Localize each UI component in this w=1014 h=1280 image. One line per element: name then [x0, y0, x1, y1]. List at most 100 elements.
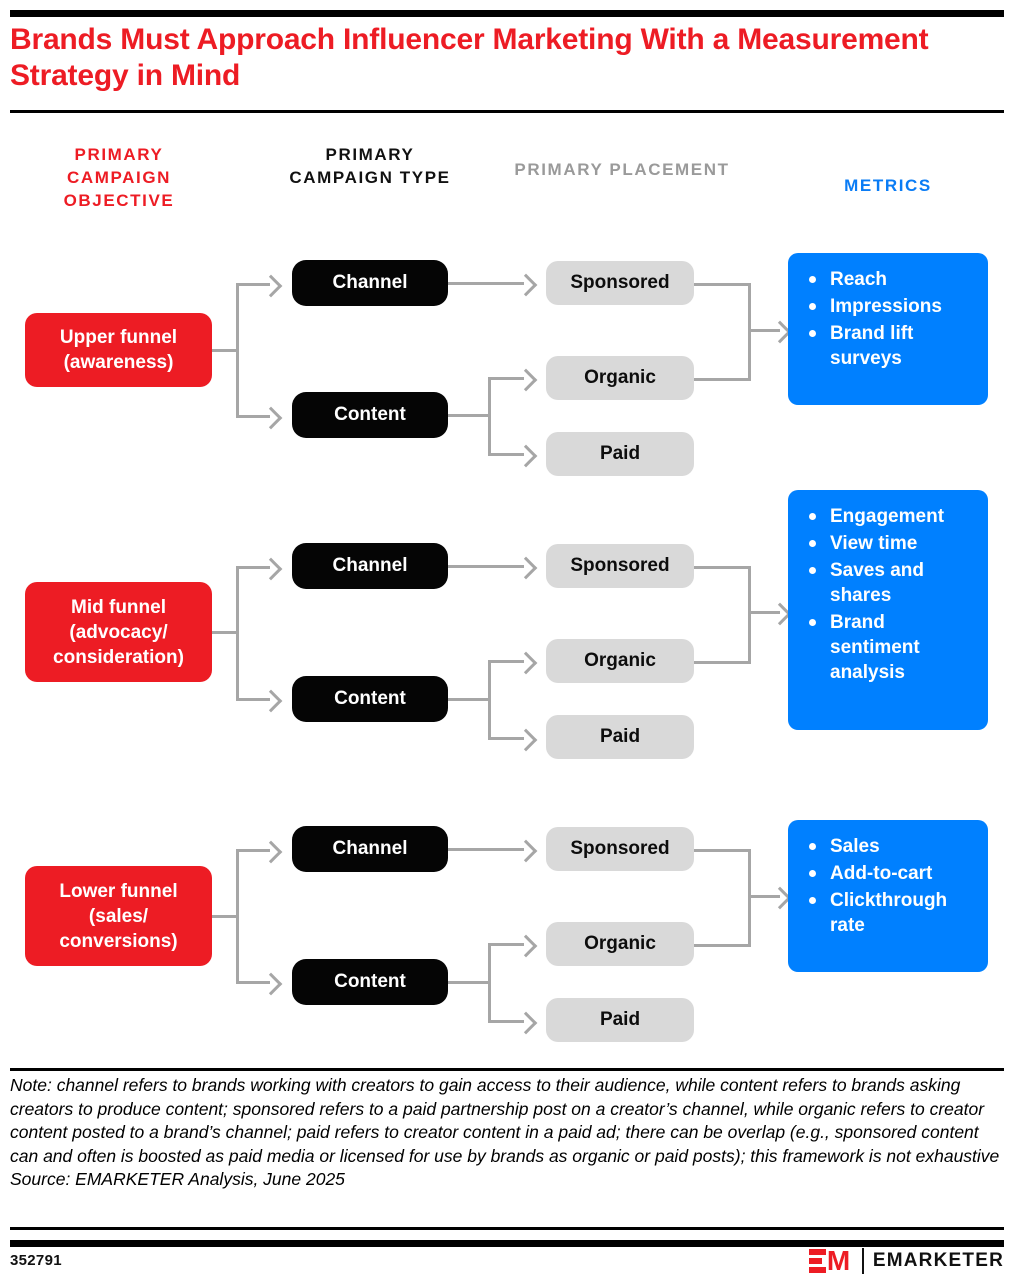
placement-box-organic[interactable]: Organic: [546, 356, 694, 400]
connector-channel-to-sponsored: [448, 848, 524, 851]
em-mark-icon: M: [808, 1247, 853, 1275]
placement-box-paid[interactable]: Paid: [546, 715, 694, 759]
objective-box-lower-funnel[interactable]: Lower funnel (sales/ conversions): [25, 866, 212, 966]
type-box-channel[interactable]: Channel: [292, 260, 448, 306]
arrow-to-channel: [259, 840, 283, 864]
source-text: Source: EMARKETER Analysis, June 2025: [10, 1169, 345, 1189]
connector-content-branch: [488, 660, 491, 737]
connector-objective-branch: [236, 283, 239, 417]
bullet-icon: [809, 897, 816, 904]
figure-id: 352791: [10, 1252, 62, 1269]
placement-box-sponsored[interactable]: Sponsored: [546, 261, 694, 305]
arrow-to-channel: [259, 274, 283, 298]
arrow-to-organic: [514, 368, 538, 392]
page-title: Brands Must Approach Influencer Marketin…: [10, 23, 929, 92]
connector-to-metrics: [748, 611, 780, 614]
metrics-list: Sales Add-to-cart Clickthrough rate: [804, 834, 976, 938]
metric-label: Add-to-cart: [830, 863, 933, 884]
objective-box-mid-funnel[interactable]: Mid funnel (advocacy/ consideration): [25, 582, 212, 682]
metrics-box-mid-funnel[interactable]: Engagement View time Saves and shares Br…: [788, 490, 988, 730]
column-header-objective: PRIMARY CAMPAIGN OBJECTIVE: [63, 145, 175, 210]
list-item: Brand sentiment analysis: [804, 610, 976, 685]
bullet-icon: [809, 330, 816, 337]
arrow-to-sponsored: [514, 273, 538, 297]
list-item: Impressions: [804, 294, 976, 319]
list-item: Reach: [804, 267, 976, 292]
arrow-to-organic: [514, 651, 538, 675]
type-box-content[interactable]: Content: [292, 676, 448, 722]
connector-metrics-merge: [748, 566, 751, 664]
emarketer-logo: M EMARKETER: [808, 1247, 1004, 1275]
placement-box-sponsored[interactable]: Sponsored: [546, 827, 694, 871]
em-bar-bottom: [808, 1267, 826, 1273]
connector-to-content: [236, 698, 270, 701]
connector-to-organic: [488, 943, 524, 946]
type-box-channel[interactable]: Channel: [292, 826, 448, 872]
note-block: Note: channel refers to brands working w…: [10, 1074, 1006, 1192]
connector-content-stem: [448, 698, 490, 701]
connector-content-stem: [448, 981, 490, 984]
bottom-rule: [10, 1240, 1004, 1247]
connector-content-branch: [488, 943, 491, 1020]
type-box-content[interactable]: Content: [292, 392, 448, 438]
connector-to-channel: [236, 849, 270, 852]
list-item: Engagement: [804, 504, 976, 529]
bullet-icon: [809, 843, 816, 850]
top-rule: [10, 10, 1004, 17]
em-bar-mid: [808, 1258, 822, 1264]
connector-organic-out: [694, 661, 750, 664]
metric-label: Engagement: [830, 506, 945, 527]
note-text: Note: channel refers to brands working w…: [10, 1075, 1000, 1166]
metrics-box-lower-funnel[interactable]: Sales Add-to-cart Clickthrough rate: [788, 820, 988, 972]
bullet-icon: [809, 540, 816, 547]
bullet-icon: [809, 870, 816, 877]
placement-box-paid[interactable]: Paid: [546, 432, 694, 476]
arrow-to-content: [259, 689, 283, 713]
connector-channel-to-sponsored: [448, 565, 524, 568]
arrow-to-paid: [514, 444, 538, 468]
placement-box-paid[interactable]: Paid: [546, 998, 694, 1042]
connector-sponsored-out: [694, 283, 750, 286]
connector-to-organic: [488, 377, 524, 380]
connector-to-paid: [488, 453, 524, 456]
connector-to-organic: [488, 660, 524, 663]
placement-box-sponsored[interactable]: Sponsored: [546, 544, 694, 588]
connector-sponsored-out: [694, 566, 750, 569]
metrics-box-upper-funnel[interactable]: Reach Impressions Brand lift surveys: [788, 253, 988, 405]
placement-box-organic[interactable]: Organic: [546, 922, 694, 966]
objective-box-upper-funnel[interactable]: Upper funnel (awareness): [25, 313, 212, 387]
connector-to-channel: [236, 283, 270, 286]
logo-divider: [861, 1248, 864, 1274]
arrow-to-channel: [259, 557, 283, 581]
title-divider: [10, 110, 1004, 113]
bullet-icon: [809, 276, 816, 283]
list-item: Sales: [804, 834, 976, 859]
metrics-list: Reach Impressions Brand lift surveys: [804, 267, 976, 371]
column-header-type: PRIMARY CAMPAIGN TYPE: [289, 145, 451, 187]
connector-organic-out: [694, 944, 750, 947]
connector-metrics-merge: [748, 283, 751, 381]
metric-label: Brand sentiment analysis: [830, 612, 920, 683]
type-box-content[interactable]: Content: [292, 959, 448, 1005]
bullet-icon: [809, 513, 816, 520]
connector-content-stem: [448, 414, 490, 417]
logo-wordmark: EMARKETER: [872, 1250, 1004, 1271]
connector-to-metrics: [748, 329, 780, 332]
connector-objective-branch: [236, 849, 239, 983]
footer-divider: [10, 1227, 1004, 1230]
connector-organic-out: [694, 378, 750, 381]
list-item: Clickthrough rate: [804, 888, 976, 938]
connector-to-content: [236, 415, 270, 418]
arrow-to-paid: [514, 1011, 538, 1035]
arrow-to-organic: [514, 934, 538, 958]
list-item: Add-to-cart: [804, 861, 976, 886]
placement-box-organic[interactable]: Organic: [546, 639, 694, 683]
em-bar-top: [808, 1249, 826, 1255]
arrow-to-paid: [514, 728, 538, 752]
connector-to-paid: [488, 737, 524, 740]
metric-label: Reach: [830, 269, 888, 290]
bullet-icon: [809, 303, 816, 310]
type-box-channel[interactable]: Channel: [292, 543, 448, 589]
arrow-to-sponsored: [514, 839, 538, 863]
